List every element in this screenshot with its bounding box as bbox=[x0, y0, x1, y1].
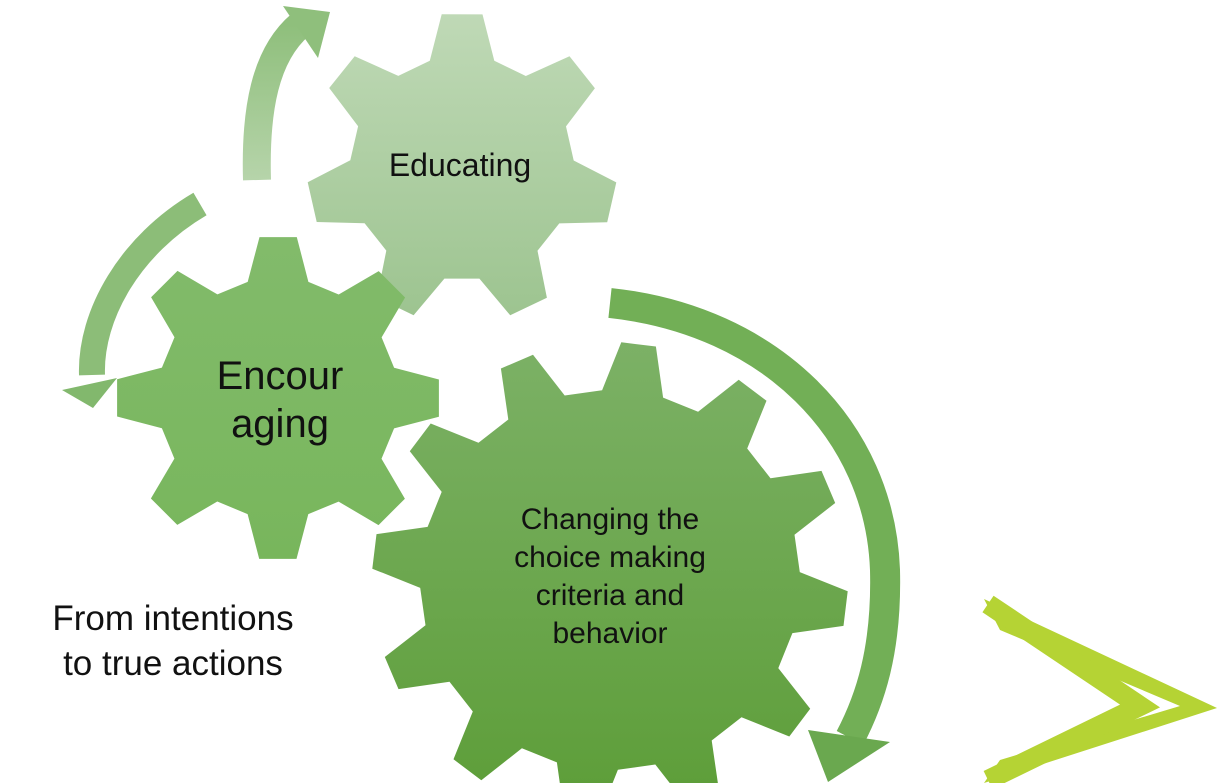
arrowhead-top bbox=[283, 6, 330, 58]
gear-changing bbox=[372, 342, 848, 783]
arrowhead-left bbox=[62, 378, 117, 408]
gear-label-encouraging: Encour aging bbox=[216, 354, 344, 446]
gear-encouraging bbox=[117, 237, 439, 559]
arrowhead-right bbox=[808, 730, 890, 782]
double-chevron-logo-icon bbox=[982, 595, 1217, 783]
diagram-caption: From intentions to true actions bbox=[52, 599, 294, 683]
gear-label-changing: Changing the choice making criteria and … bbox=[514, 503, 706, 650]
gear-label-educating: Educating bbox=[388, 147, 532, 183]
arrow-around-changing bbox=[608, 288, 901, 745]
arrow-encouraging-to-educating bbox=[242, 14, 310, 181]
gear-educating bbox=[307, 14, 617, 316]
arrow-educating-to-encouraging bbox=[78, 192, 207, 376]
logo-chevron-inner bbox=[982, 595, 1161, 783]
